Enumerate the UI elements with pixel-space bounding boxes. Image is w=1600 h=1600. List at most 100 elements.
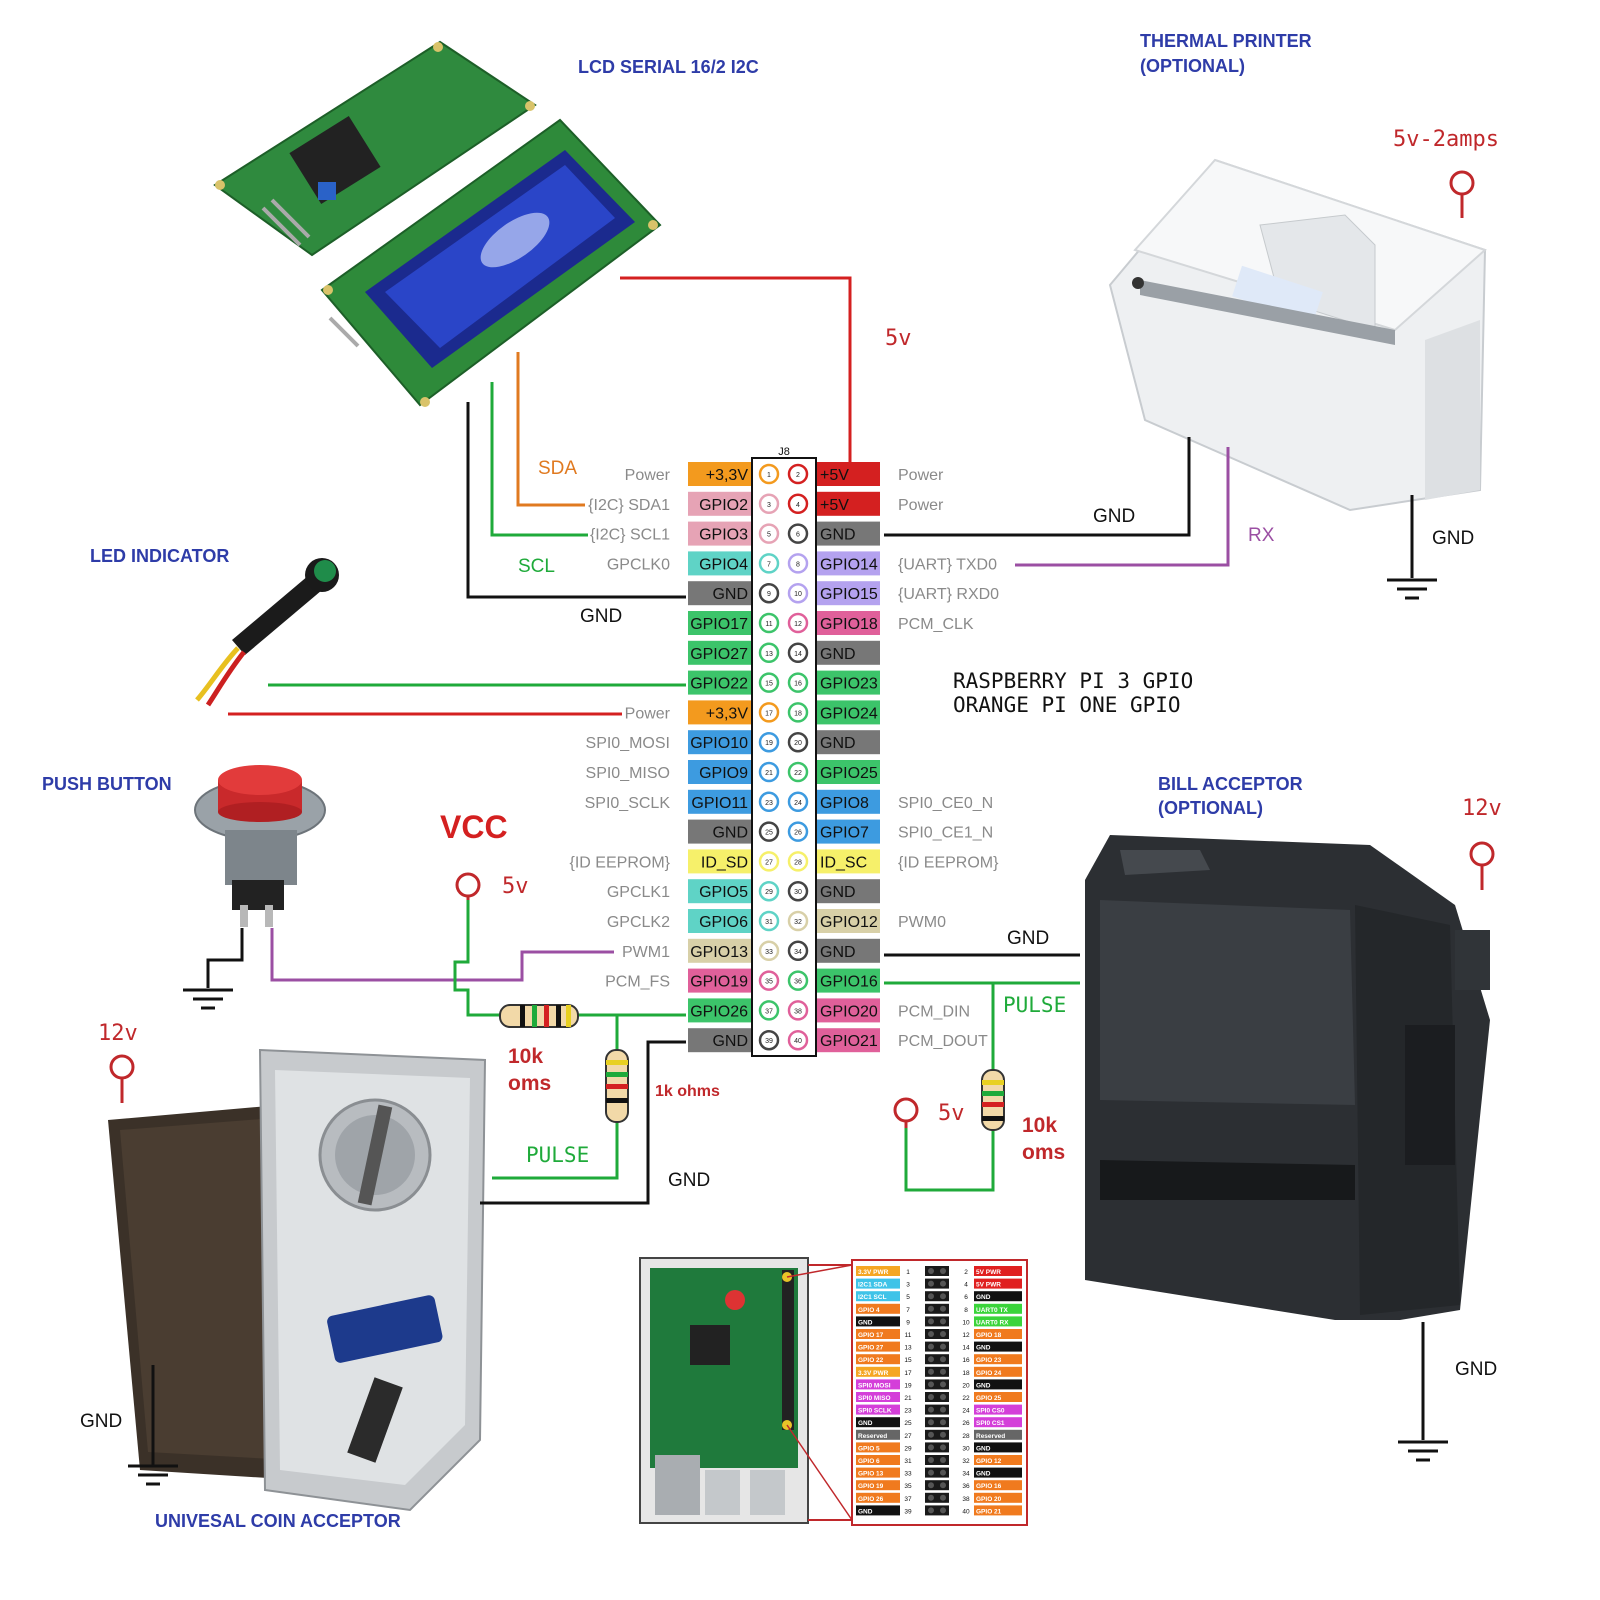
vcc-wire bbox=[453, 900, 500, 1017]
mini-pin-number-right: 40 bbox=[962, 1508, 970, 1515]
res1k-label: 1k ohms bbox=[655, 1083, 720, 1100]
gpio-pin-circle-left bbox=[758, 463, 780, 485]
five-v-wire-label: 5v bbox=[885, 326, 912, 351]
mini-label-right: GPIO 23 bbox=[976, 1357, 1002, 1364]
gpio-pin-box-right bbox=[817, 909, 880, 933]
gpio-pin-label-right: GPIO7 bbox=[820, 825, 869, 842]
gpio-func-left: {ID EEPROM} bbox=[570, 854, 671, 871]
gpio-pin-box-left bbox=[688, 462, 751, 486]
gpio-pin-number-left: 7 bbox=[767, 561, 771, 568]
mini-label-box-left bbox=[856, 1316, 900, 1327]
mini-pin-number-right: 22 bbox=[962, 1395, 970, 1402]
led-title: LED INDICATOR bbox=[90, 546, 229, 566]
gpio-pin-box-left bbox=[688, 521, 751, 546]
mini-pin-number-right: 26 bbox=[962, 1420, 970, 1427]
mini-pin-number-right: 6 bbox=[964, 1294, 968, 1301]
mini-pin-number-right: 10 bbox=[962, 1319, 970, 1326]
gpio-pin-circle-right bbox=[787, 672, 809, 693]
mini-label-right: GPIO 12 bbox=[976, 1458, 1002, 1465]
gpio-pin-label-left: +3,3V bbox=[706, 705, 749, 722]
mini-pin-number-left: 5 bbox=[906, 1294, 910, 1301]
mini-label-box-left bbox=[856, 1303, 900, 1314]
vcc-5v-label: 5v bbox=[502, 874, 529, 899]
mini-label-box-left bbox=[856, 1392, 900, 1402]
mini-pin-number-left: 9 bbox=[906, 1319, 910, 1326]
gpio-pin-label-right: GND bbox=[820, 735, 856, 752]
scl-label: SCL bbox=[518, 556, 555, 577]
mini-pin-number-left: 25 bbox=[904, 1420, 912, 1427]
mini-label-left: GPIO 13 bbox=[858, 1471, 884, 1478]
gpio-pin-circle-right bbox=[787, 791, 809, 813]
mini-label-left: SPI0 MISO bbox=[858, 1395, 891, 1402]
gpio-func-right: {UART} RXD0 bbox=[898, 586, 999, 603]
gpio-pin-label-right: GND bbox=[820, 944, 856, 961]
gpio-pin-number-right: 30 bbox=[794, 889, 802, 896]
gpio-pin-box-left bbox=[688, 670, 751, 695]
gpio-func-left: SPI0_MISO bbox=[586, 765, 670, 782]
gpio-pin-label-right: GPIO18 bbox=[820, 616, 878, 633]
coin-gnd-label: GND bbox=[80, 1411, 122, 1432]
gpio-pin-number-right: 24 bbox=[794, 800, 802, 807]
gpio-pin-number-left: 13 bbox=[765, 651, 773, 658]
mini-label-box-left bbox=[856, 1354, 900, 1365]
gpio-pin-label-right: GPIO8 bbox=[820, 795, 869, 812]
gpio-pin-number-left: 11 bbox=[765, 621, 772, 628]
mini-label-box-right bbox=[974, 1354, 1022, 1365]
mini-label-box-left bbox=[856, 1429, 900, 1440]
gpio-pin-box-left bbox=[688, 998, 751, 1023]
mini-label-box-right bbox=[974, 1316, 1022, 1327]
mini-pin-pair bbox=[925, 1278, 949, 1289]
mini-label-box-left bbox=[856, 1480, 900, 1491]
mini-pin-pair bbox=[925, 1329, 949, 1339]
mini-label-left: SPI0 SCLK bbox=[858, 1408, 892, 1415]
gpio-pin-circle-left bbox=[758, 1000, 780, 1021]
gpio-pin-number-right: 12 bbox=[794, 621, 802, 628]
mini-label-box-right bbox=[974, 1442, 1022, 1453]
mini-label-left: GPIO 17 bbox=[858, 1332, 884, 1339]
gpio-pin-number-left: 15 bbox=[765, 681, 773, 688]
mini-label-box-right bbox=[974, 1341, 1022, 1352]
mini-pin-number-right: 18 bbox=[962, 1370, 970, 1377]
gpio-pin-number-left: 25 bbox=[765, 830, 773, 837]
mini-pin-pair bbox=[925, 1417, 949, 1428]
gpio-pin-box-left bbox=[688, 611, 751, 635]
coin-acceptor-image bbox=[108, 1048, 487, 1512]
mini-pin-number-right: 38 bbox=[962, 1496, 970, 1503]
gpio-pin-number-left: 9 bbox=[767, 591, 771, 598]
gpio-pin-label-left: GND bbox=[712, 825, 748, 842]
printer-wire-gnd-label: GND bbox=[1093, 506, 1135, 527]
gpio-pin-label-left: GPIO4 bbox=[699, 556, 748, 573]
gpio-func-left: GPCLK0 bbox=[607, 556, 670, 573]
gpio-pin-box-right bbox=[817, 760, 880, 784]
mini-label-left: GND bbox=[858, 1319, 873, 1326]
gpio-pin-box-left bbox=[688, 819, 751, 844]
mini-label-box-left bbox=[856, 1417, 900, 1428]
mini-label-box-left bbox=[856, 1266, 900, 1276]
mini-pin-number-left: 13 bbox=[904, 1345, 912, 1352]
mini-label-box-right bbox=[974, 1278, 1022, 1289]
mini-pin-number-right: 2 bbox=[964, 1269, 968, 1276]
mini-label-left: I2C1 SDA bbox=[858, 1282, 888, 1289]
mini-label-left: GND bbox=[858, 1508, 873, 1515]
gpio-pin-circle-left bbox=[758, 523, 780, 544]
gpio-pin-number-left: 33 bbox=[765, 949, 773, 956]
gpio-pin-label-right: GPIO23 bbox=[820, 676, 878, 693]
gpio-pin-label-right: GND bbox=[820, 884, 856, 901]
mini-label-box-right bbox=[974, 1467, 1022, 1478]
gpio-pin-box-right bbox=[817, 789, 880, 814]
gpio-pin-box-left bbox=[688, 700, 751, 725]
power-terminals bbox=[109, 170, 1495, 1123]
mini-pin-pair bbox=[925, 1379, 949, 1390]
mini-pin-number-left: 33 bbox=[904, 1471, 912, 1478]
gpio-func-right: {UART} TXD0 bbox=[898, 556, 997, 573]
mini-label-box-right bbox=[974, 1366, 1022, 1377]
